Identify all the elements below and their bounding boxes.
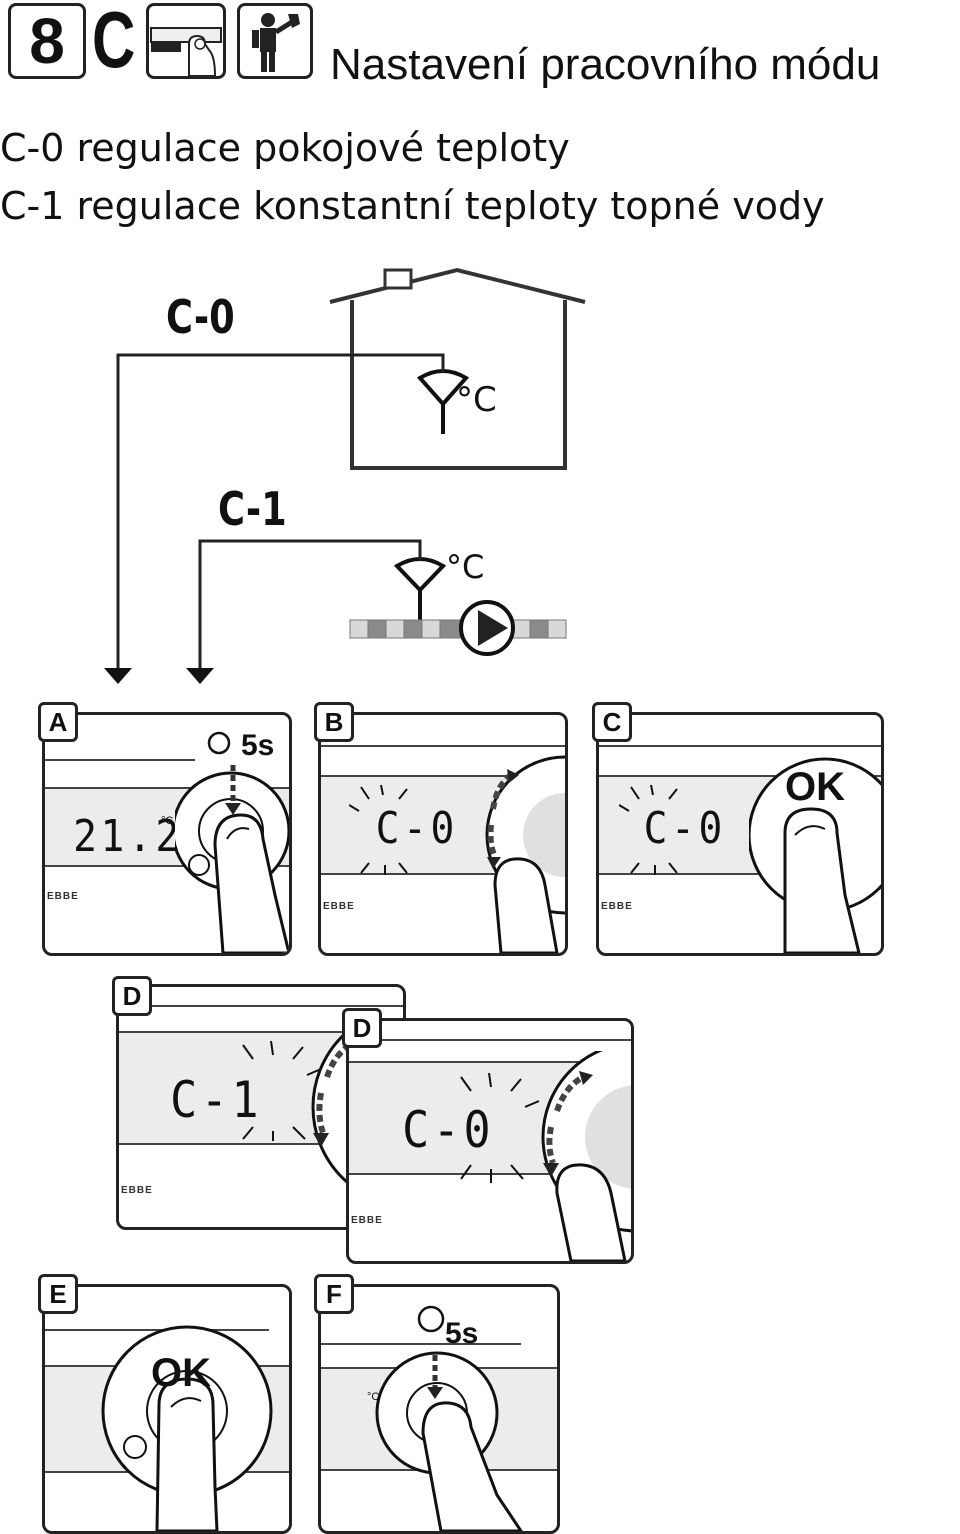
unit-label: °C [161, 815, 174, 827]
blink-rays-icon [619, 785, 678, 875]
lcd-display: 21.2 [73, 811, 183, 862]
brand-label: EBBE [601, 901, 633, 912]
lcd-display: C-0 [375, 803, 458, 854]
blink-rays-icon [349, 785, 408, 875]
ok-label: OK [785, 765, 845, 809]
knob-press-icon [749, 757, 881, 953]
lcd-display: C-1 [170, 1071, 263, 1129]
room-unit-label: °C [456, 380, 497, 420]
letter-c-icon: C [92, 0, 136, 84]
c1-label: C-1 [218, 482, 287, 536]
knob-press-icon [101, 1325, 273, 1531]
room-sensor-icon [416, 369, 470, 434]
panel-d2: C-0 EBBE [346, 1018, 634, 1264]
panel-c-letter: C [592, 702, 632, 742]
c0-label: C-0 [166, 290, 235, 344]
panel-e: OK [42, 1284, 292, 1534]
panel-a: 21.2 °C EBBE 5s [42, 712, 292, 956]
panel-a-letter: A [38, 702, 78, 742]
panel-e-letter: E [38, 1274, 78, 1314]
panel-b-letter: B [314, 702, 354, 742]
finger-press-icon [146, 3, 226, 79]
pipe-icon [349, 619, 567, 639]
brand-label: EBBE [323, 901, 355, 912]
panel-d2-letter: D [342, 1008, 382, 1048]
panel-b: C-0 EBBE [318, 712, 568, 956]
page-title: Nastavení pracovního módu [330, 40, 881, 89]
ok-label: OK [151, 1351, 211, 1395]
mode-c0-line: C-0 regulace pokojové teploty [0, 126, 570, 170]
pipe-sensor-icon [393, 557, 447, 620]
knob-rotate-icon [485, 755, 565, 953]
house-icon [329, 267, 586, 470]
unit-label: °C [367, 1391, 380, 1403]
blink-rays-icon [460, 1073, 540, 1183]
pump-icon [459, 600, 515, 656]
panel-c: C-0 EBBE OK [596, 712, 884, 956]
knob-press-icon [375, 1305, 523, 1531]
panel-d1-letter: D [112, 976, 152, 1016]
lcd-display: C-0 [402, 1101, 495, 1159]
brand-label: EBBE [121, 1185, 153, 1196]
digit-8-icon: 8 [8, 3, 86, 79]
technician-wrench-icon [237, 3, 313, 79]
mode-c1-line: C-1 regulace konstantní teploty topné vo… [0, 184, 825, 228]
panel-f: °C 5s [318, 1284, 560, 1534]
knob-rotate-icon [541, 1051, 631, 1261]
hold-5s-label: 5s [445, 1317, 479, 1350]
brand-label: EBBE [351, 1215, 383, 1226]
system-diagram: C-0 C-1 °C °C [0, 0, 960, 700]
pipe-unit-label: °C [446, 548, 485, 586]
hold-5s-label: 5s [241, 729, 275, 762]
panel-f-letter: F [314, 1274, 354, 1314]
knob-press-icon [175, 731, 289, 953]
lcd-display: C-0 [643, 803, 726, 854]
brand-label: EBBE [47, 891, 79, 902]
